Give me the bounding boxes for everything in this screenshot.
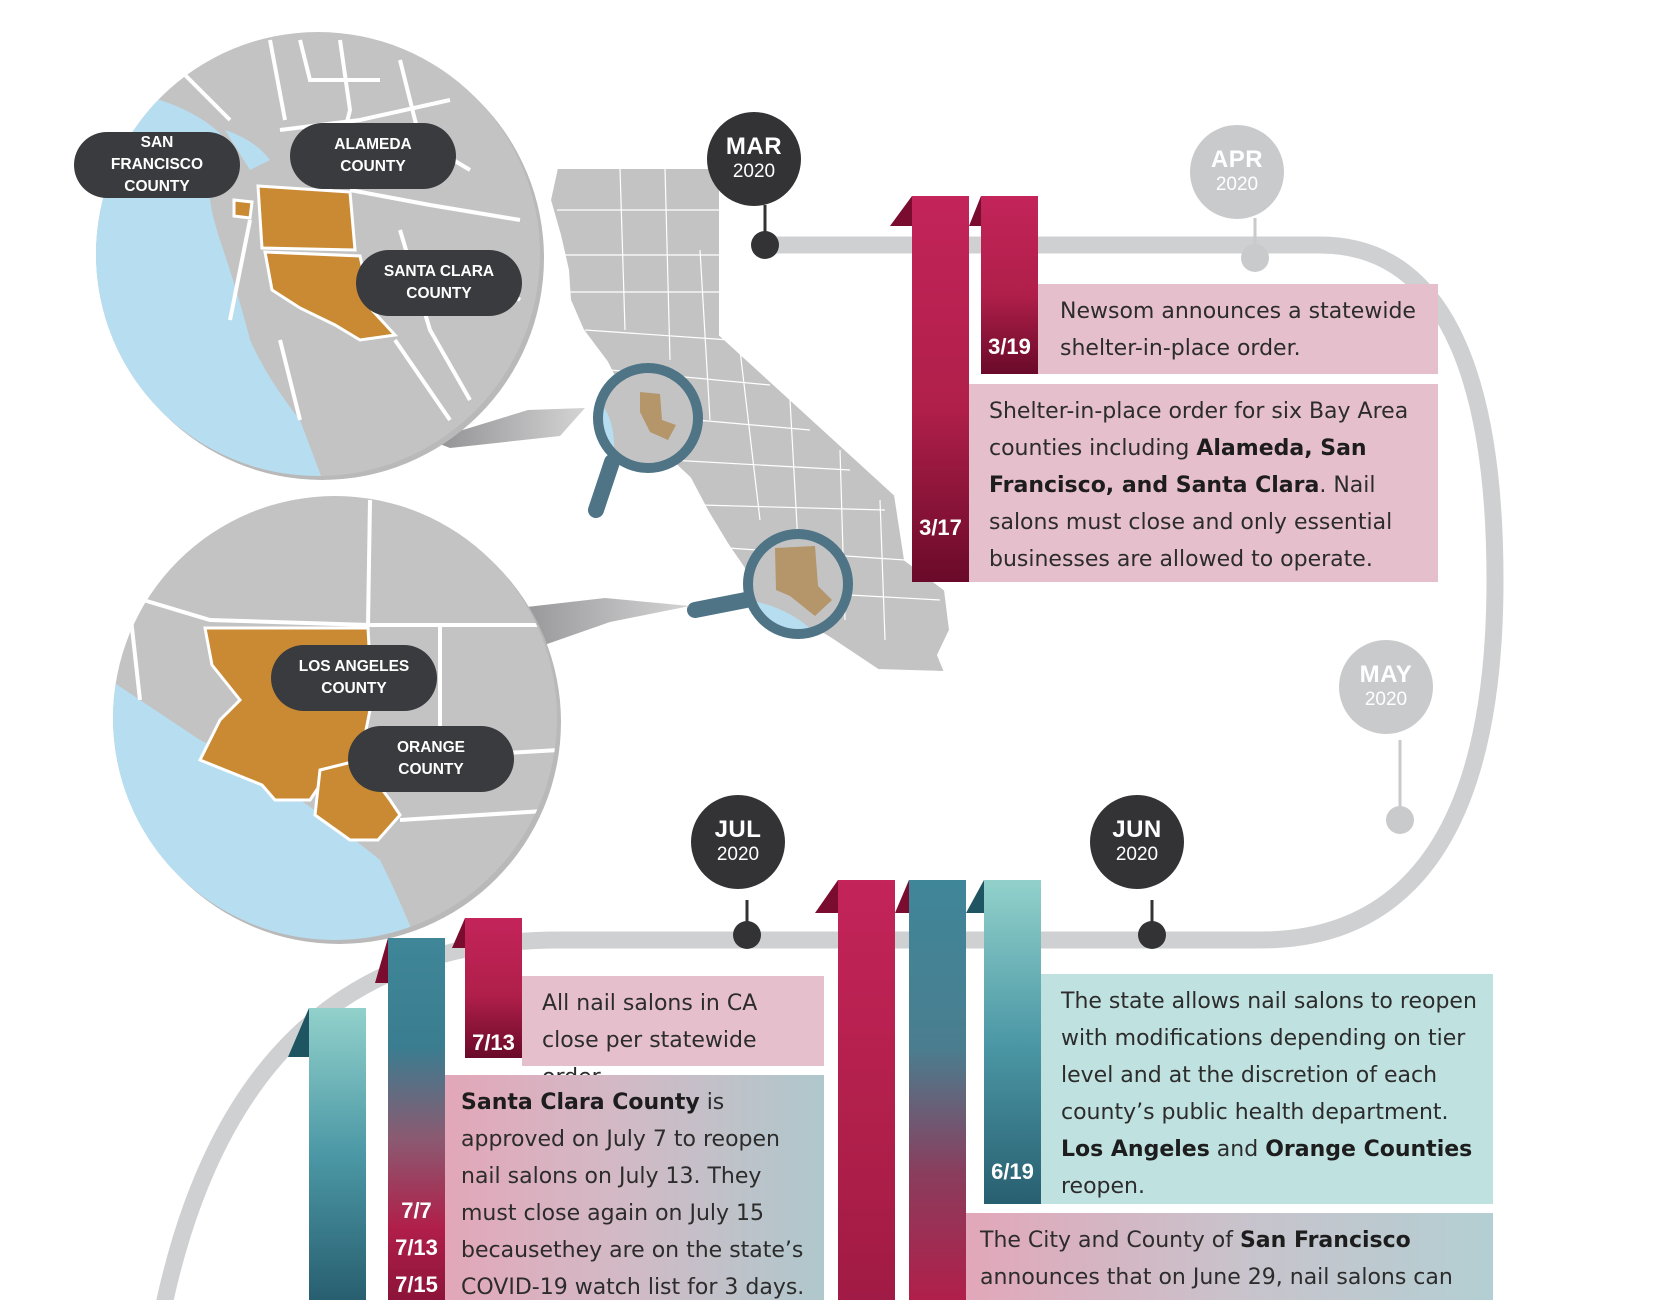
event-text-0629: The City and County of San Francisco ann… [980,1228,1453,1290]
event-box-0619: The state allows nail salons to reopen w… [1041,974,1493,1204]
event-box-0317: Shelter-in-place order for six Bay Area … [969,384,1438,582]
la-zoom-map [113,496,561,944]
bay-area-magnifier [588,363,703,518]
event-box-0319: Newsom announces a statewide shelter-in-… [1038,284,1438,374]
event-text-0619: The state allows nail salons to reopen w… [1061,989,1477,1199]
ribbon-317 [890,196,969,582]
event-date-0715: 7/15 [395,1272,438,1297]
event-date-0713: 7/13 [472,1030,515,1055]
event-date-0319: 3/19 [988,334,1031,359]
event-date-0707: 7/7 [401,1198,432,1223]
ribbon-july-light [288,1008,366,1300]
event-date-0713b: 7/13 [395,1235,438,1260]
event-date-0317: 3/17 [919,515,962,540]
bay-callout-pointer [430,408,585,448]
event-text-0707: Santa Clara County is approved on July 7… [461,1090,805,1300]
ribbon-319 [969,196,1038,374]
month-connectors [733,205,1414,949]
ribbon-713 [452,918,522,1058]
ribbon-619 [966,880,1041,1204]
event-box-0713: All nail salons in CA close per statewid… [522,976,824,1090]
ribbon-629 [815,880,895,1300]
ribbon-june-mid [895,880,966,1300]
event-date-0619: 6/19 [991,1159,1034,1184]
event-text-0319: Newsom announces a statewide shelter-in-… [1060,299,1416,361]
ribbon-707 [375,938,445,1300]
event-text-0317: Shelter-in-place order for six Bay Area … [989,399,1409,572]
event-box-0629: The City and County of San Francisco ann… [966,1213,1493,1300]
la-magnifier [687,529,853,639]
event-box-0707: Santa Clara County is approved on July 7… [445,1075,824,1300]
la-callout-pointer [500,598,690,650]
timeline-track [156,236,1504,1300]
